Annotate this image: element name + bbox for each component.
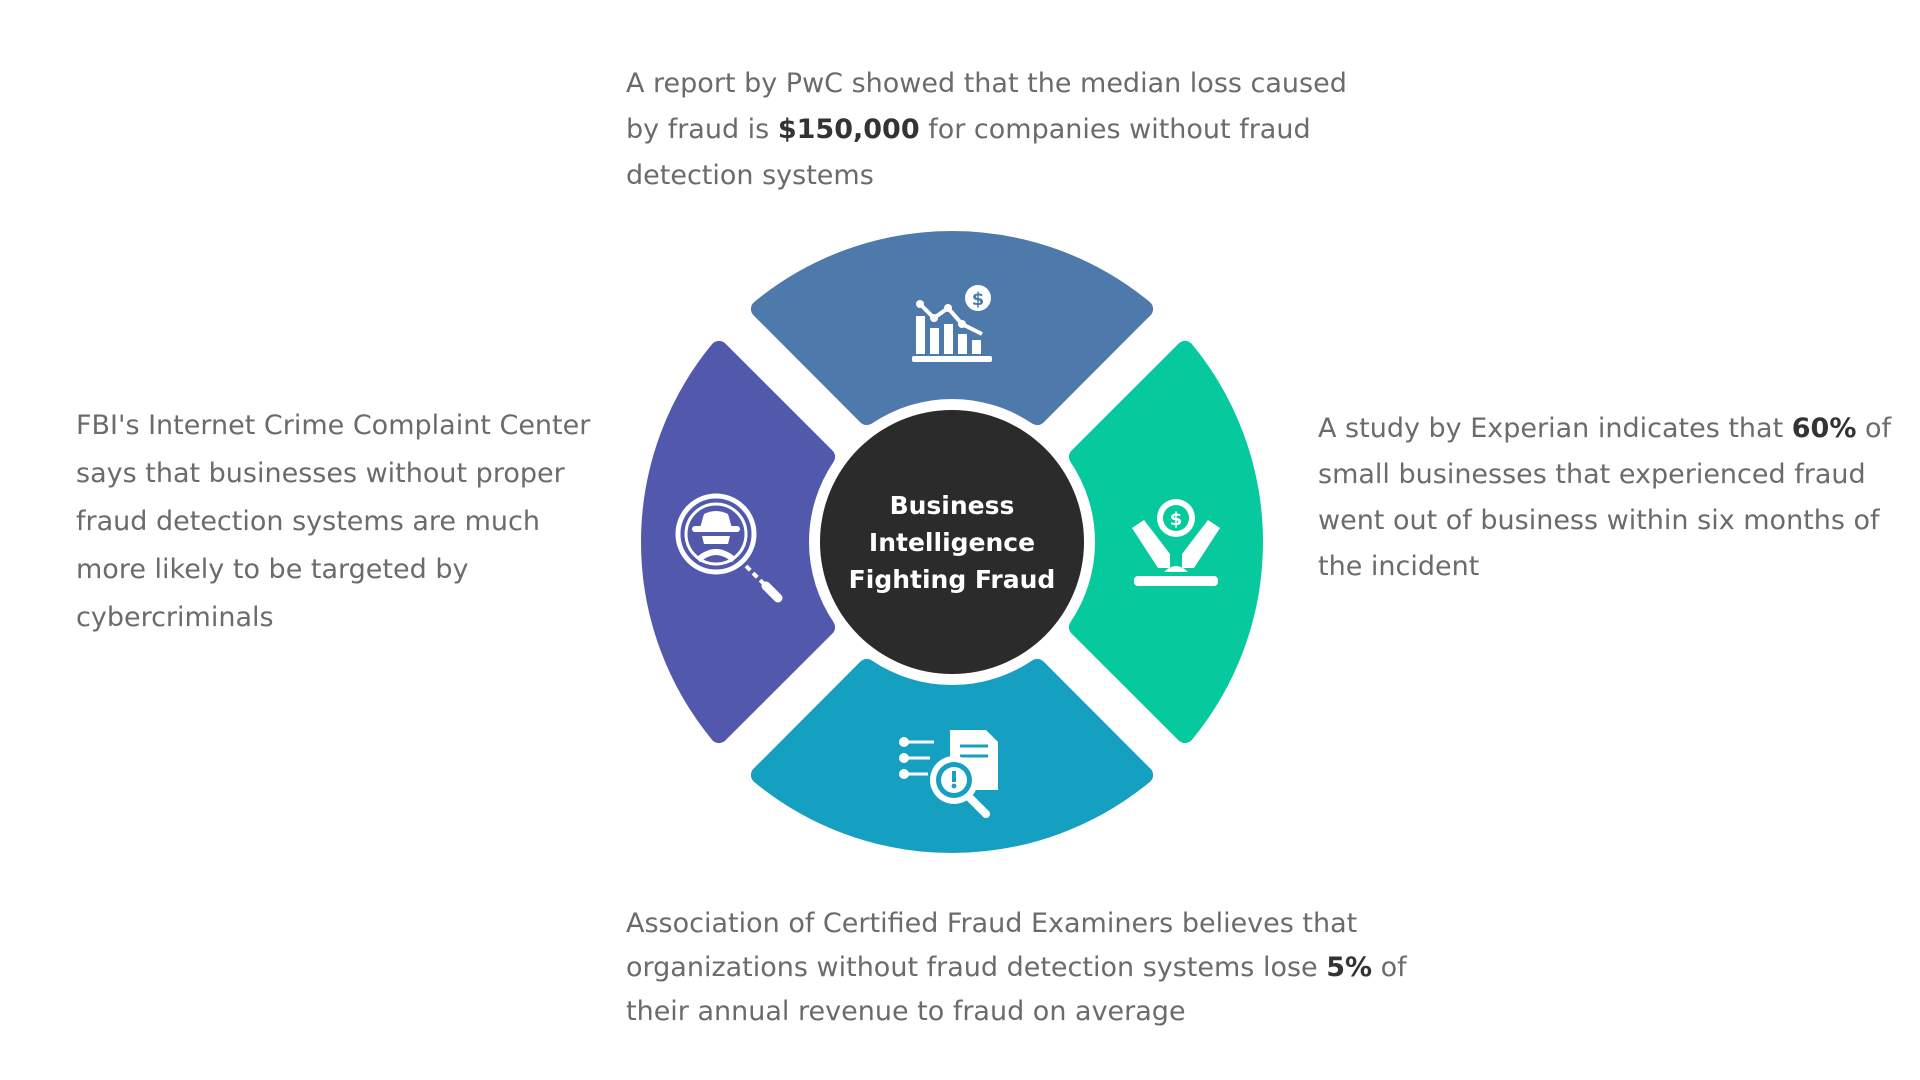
svg-text:$: $	[1170, 509, 1183, 530]
segment-left	[641, 340, 836, 744]
center-circle	[820, 410, 1084, 674]
note-top-highlight: $150,000	[777, 114, 920, 145]
note-right-highlight: 60%	[1791, 413, 1857, 444]
note-top: A report by PwC showed that the median l…	[626, 61, 1386, 199]
note-right-text-before: A study by Experian indicates that	[1318, 413, 1792, 444]
hacker-magnifier-icon	[675, 493, 783, 603]
note-right: A study by Experian indicates that 60% o…	[1318, 406, 1908, 590]
note-top-text-after: for companies without fraud detection sy…	[626, 114, 1311, 191]
note-right-text-after: of small businesses that experienced fra…	[1318, 413, 1892, 582]
note-bottom-text-after: of their annual revenue to fraud on aver…	[626, 952, 1407, 1027]
note-left-text: FBI's Internet Crime Complaint Center sa…	[76, 410, 591, 633]
note-bottom-text-before: Association of Certified Fraud Examiners…	[626, 908, 1358, 983]
svg-text:$: $	[972, 289, 985, 310]
note-bottom-highlight: 5%	[1326, 952, 1373, 983]
document-alert-magnifier-icon	[899, 730, 998, 818]
note-bottom: Association of Certified Fraud Examiners…	[626, 902, 1416, 1034]
money-funnel-dollar-icon: $	[1132, 499, 1220, 586]
segment-right	[1068, 340, 1263, 744]
note-top-text-before: A report by PwC showed that the median l…	[626, 68, 1347, 145]
financial-chart-dollar-icon: $	[912, 285, 992, 362]
note-left: FBI's Internet Crime Complaint Center sa…	[76, 402, 616, 642]
